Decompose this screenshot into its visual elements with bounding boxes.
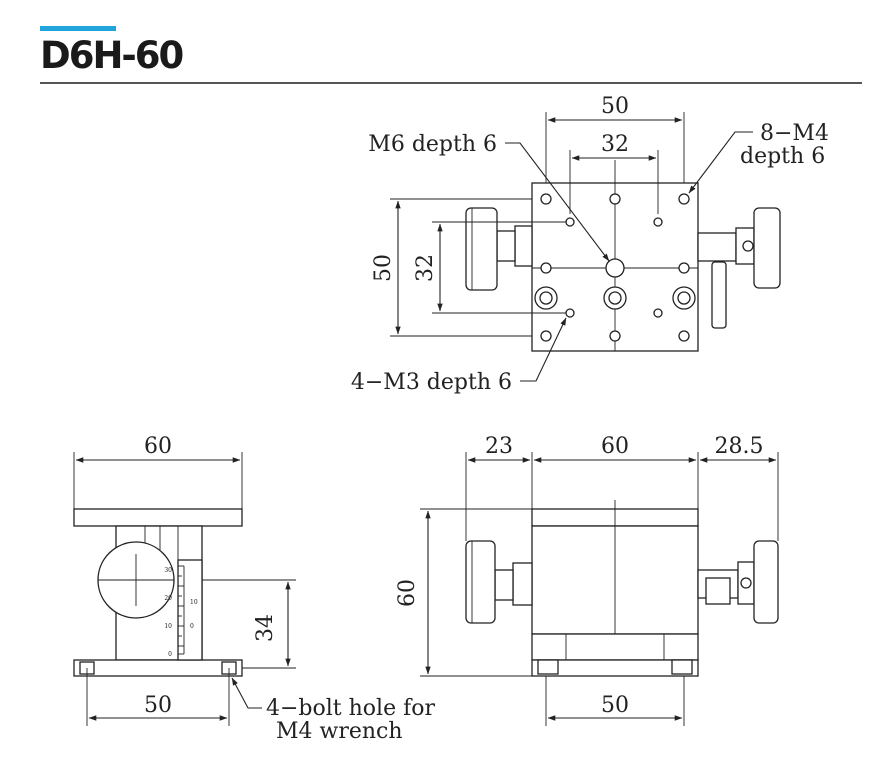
scale-tick-30: 30 [164,567,172,574]
front-view: 23 60 28.5 60 50 [395,434,779,726]
page-title: D6H-60 [40,34,184,77]
dim-top-inner-height: 32 [413,254,438,282]
scale-tick-0: 0 [168,651,172,658]
scale-tick-10: 10 [164,623,172,630]
label-8-m4-depth: depth 6 [740,144,825,169]
side-base [73,659,243,677]
scale-vernier-0: 0 [190,623,194,630]
dim-side-base-width: 50 [144,693,172,718]
m6-center-hole [605,258,625,278]
scale-vernier-10: 10 [190,599,198,606]
front-foot-left [537,659,559,675]
front-left-knob [465,540,533,624]
dim-front-height: 60 [395,579,420,607]
side-top-plate [73,508,243,527]
dim-side-height: 34 [253,614,278,642]
top-right-knob [697,207,781,329]
dim-front-left: 23 [485,434,513,459]
label-m4-wrench: M4 wrench [276,719,403,744]
m4-holes [540,193,690,342]
dim-side-top-width: 60 [144,434,172,459]
front-foot-right [671,659,693,675]
dim-top-outer-height: 50 [371,254,396,282]
side-scale: 30 20 10 0 10 0 [164,559,203,661]
dim-top-inner-width: 32 [601,132,629,157]
label-m6-depth: M6 depth 6 [368,132,497,157]
title-accent-bar [40,26,116,31]
dim-front-base: 50 [601,693,629,718]
label-4-m3: 4−M3 depth 6 [351,370,512,395]
front-lower-body [531,633,699,661]
dim-front-center: 60 [601,434,629,459]
top-left-knob [465,207,533,291]
m3-holes [565,217,663,318]
label-8-m4: 8−M4 [760,121,829,146]
dim-front-right: 28.5 [715,434,764,459]
dim-top-outer-width: 50 [601,94,629,119]
side-view: 30 20 10 0 10 0 60 34 50 4−bolt hole for… [73,434,435,744]
front-right-knob [697,540,779,624]
label-bolt-hole: 4−bolt hole for [266,696,435,721]
counterbore-holes [534,286,696,310]
scale-tick-20: 20 [164,595,172,602]
header-divider [40,82,862,84]
top-view: 50 32 50 32 M6 depth 6 8−M4 depth 6 4−M3… [351,94,829,395]
front-base [531,659,699,677]
